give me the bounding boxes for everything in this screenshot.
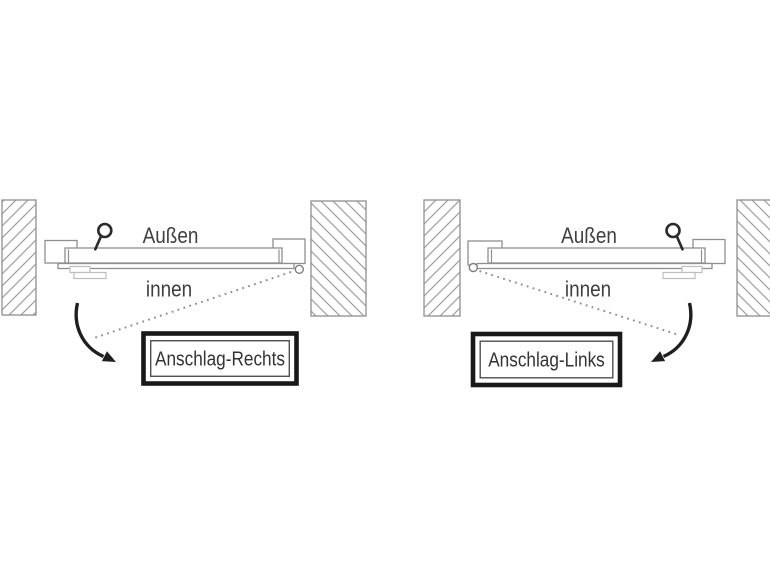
swing-direction-arrow-icon bbox=[651, 302, 693, 362]
hinge-pivot bbox=[468, 262, 478, 273]
outside-label: Außen bbox=[143, 224, 199, 249]
inside-label: innen bbox=[146, 277, 192, 302]
door-panel bbox=[487, 247, 706, 264]
door-panel bbox=[64, 247, 283, 264]
wall-section-left bbox=[1, 199, 37, 316]
caption-label: Anschlag-Rechts bbox=[155, 347, 285, 370]
caption-label: Anschlag-Links bbox=[488, 348, 605, 371]
wall-section-right bbox=[310, 200, 367, 317]
door-knob-icon bbox=[94, 222, 113, 251]
lock-latch-detail bbox=[662, 271, 696, 280]
door-knob-icon bbox=[665, 222, 684, 251]
lock-latch-detail bbox=[73, 271, 107, 280]
door-seal-strip bbox=[476, 262, 713, 270]
wall-section-left bbox=[423, 199, 461, 317]
hinge-pivot bbox=[294, 264, 304, 274]
caption-box: Anschlag-Rechts bbox=[141, 331, 299, 386]
wall-section-right bbox=[736, 199, 770, 317]
inside-label: innen bbox=[565, 277, 611, 302]
open-position-dashed-line bbox=[92, 271, 292, 340]
door-seal-strip bbox=[57, 262, 295, 270]
diagram-anschlag-links: Außen innen Anschlag-Links bbox=[423, 199, 770, 388]
lock-latch-detail bbox=[69, 265, 91, 274]
outside-label: Außen bbox=[561, 224, 617, 249]
lock-latch-detail bbox=[681, 265, 703, 274]
diagram-anschlag-rechts: Außen innen Anschlag-Rechts bbox=[1, 199, 367, 386]
caption-box: Anschlag-Links bbox=[470, 331, 623, 388]
swing-direction-arrow-icon bbox=[74, 302, 116, 362]
